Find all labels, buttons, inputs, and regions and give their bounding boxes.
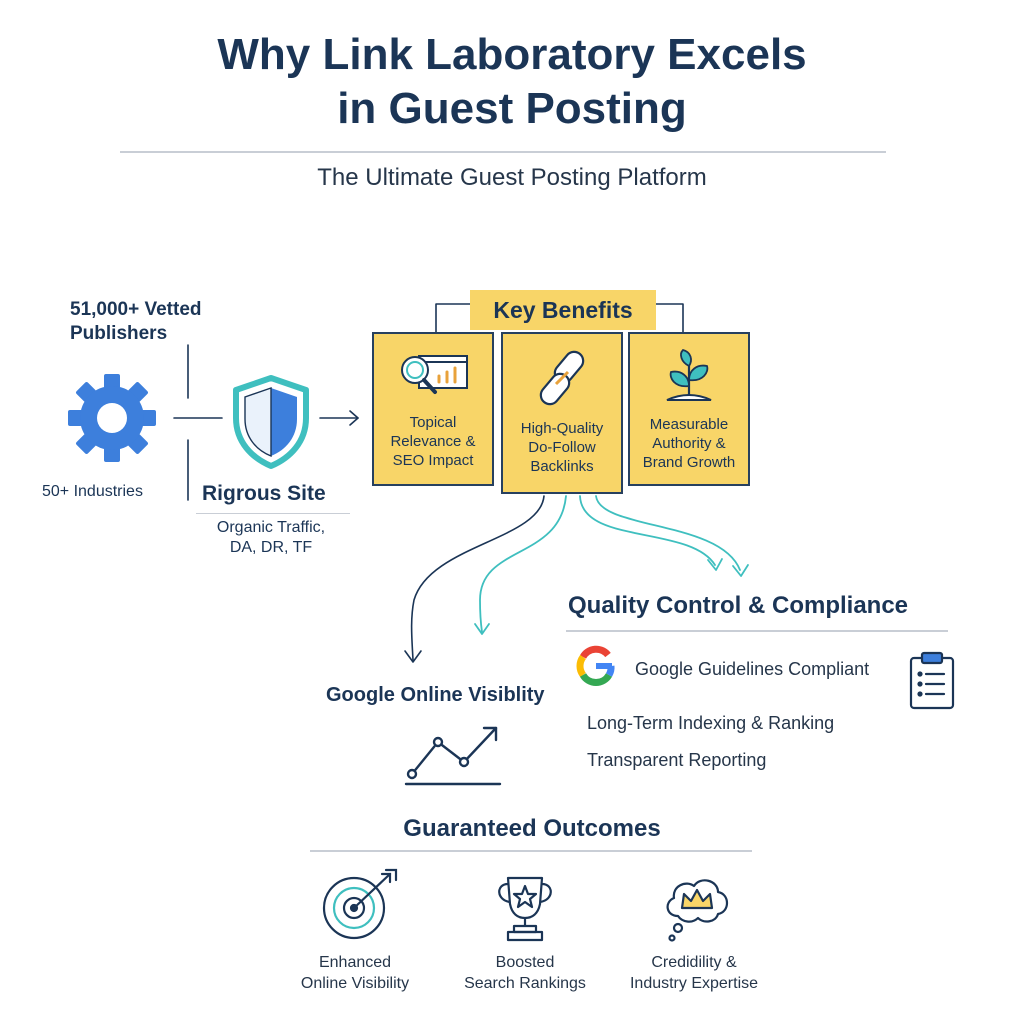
trend-up-icon [404,722,504,793]
outcome-credibility-text: Credidility & Industry Expertise [614,952,774,994]
rigorous-detail-line-2: DA, DR, TF [229,539,313,556]
visibility-label: Google Online Visiblity [326,684,545,706]
benefit-line: Backlinks [530,458,594,475]
quality-heading: Quality Control & Compliance [568,592,909,619]
benefit-line: Topical [409,414,457,431]
benefit-line: SEO Impact [392,452,474,469]
benefit-line: Relevance & [390,433,476,450]
quality-divider [566,630,948,632]
benefit-card-authority: Measurable Authority & Brand Growth [628,332,750,486]
key-benefits-heading: Key Benefits [470,290,656,330]
gear-icon [66,372,158,469]
title-line-2: in Guest Posting [337,84,687,133]
outcome-line: Search Rankings [464,975,586,992]
benefit-line: Authority & [652,435,726,452]
outcome-line: Credidility & [651,954,737,971]
title-line-1: Why Link Laboratory Excels [217,30,807,79]
quality-item-google: Google Guidelines Compliant [635,659,870,679]
google-icon [575,645,617,692]
rigorous-divider [196,513,350,514]
target-arrow-icon [320,868,400,947]
quality-item-reporting: Transparent Reporting [587,750,767,770]
magnifier-chart-icon [395,350,471,403]
quality-item-indexing: Long-Term Indexing & Ranking [587,713,835,733]
benefit-card-text: High-Quality Do-Follow Backlinks [515,419,610,476]
outcomes-heading: Guaranteed Outcomes [403,815,661,842]
chain-link-icon [536,348,588,413]
industries-label: 50+ Industries [42,483,143,500]
crown-thought-icon [660,872,734,949]
benefit-line: Do-Follow [528,439,596,456]
title-divider [120,151,886,153]
benefit-card-topical: Topical Relevance & SEO Impact [372,332,494,486]
outcome-line: Online Visibility [300,975,410,992]
benefit-card-text: Measurable Authority & Brand Growth [637,415,742,472]
publishers-label: 51,000+ Vetted Publishers [70,299,202,344]
page-title: Why Link Laboratory Excels in Guest Post… [0,28,1024,136]
outcome-visibility-text: Enhanced Online Visibility [280,952,430,994]
rigorous-site-title: Rigrous Site [202,482,326,505]
benefit-card-backlinks: High-Quality Do-Follow Backlinks [501,332,623,494]
rigorous-site-details: Organic Traffic, DA, DR, TF [186,518,356,558]
outcome-line: Industry Expertise [629,975,759,992]
trophy-icon [490,872,560,949]
outcome-rankings-text: Boosted Search Rankings [450,952,600,994]
checklist-icon [908,650,956,715]
subtitle: The Ultimate Guest Posting Platform [317,164,707,191]
shield-icon [230,374,312,475]
rigorous-detail-line-1: Organic Traffic, [216,519,326,536]
plant-sprout-icon [663,346,715,411]
benefit-card-text: Topical Relevance & SEO Impact [384,413,481,470]
benefit-line: Measurable [649,416,729,433]
outcome-line: Enhanced [318,954,392,971]
benefit-line: Brand Growth [642,454,736,471]
outcomes-divider [310,850,752,852]
outcome-line: Boosted [495,954,555,971]
benefit-line: High-Quality [520,420,604,437]
